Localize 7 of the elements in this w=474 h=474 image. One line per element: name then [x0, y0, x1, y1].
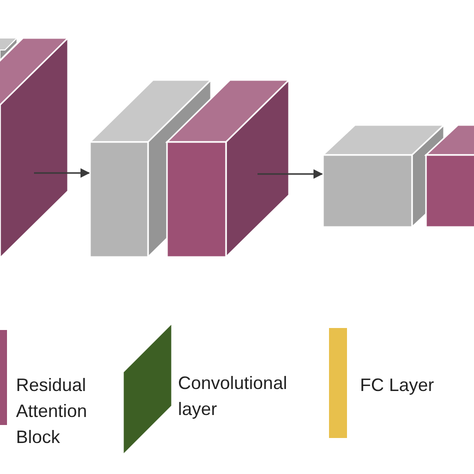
legend-label: Residual Attention Block — [16, 374, 88, 449]
attention-block — [424, 124, 474, 228]
legend-label: Convolutional layer — [178, 372, 288, 421]
attention-block — [165, 78, 291, 259]
arrow — [258, 169, 323, 179]
legend-label: FC Layer — [360, 374, 436, 397]
arrow — [34, 168, 90, 178]
